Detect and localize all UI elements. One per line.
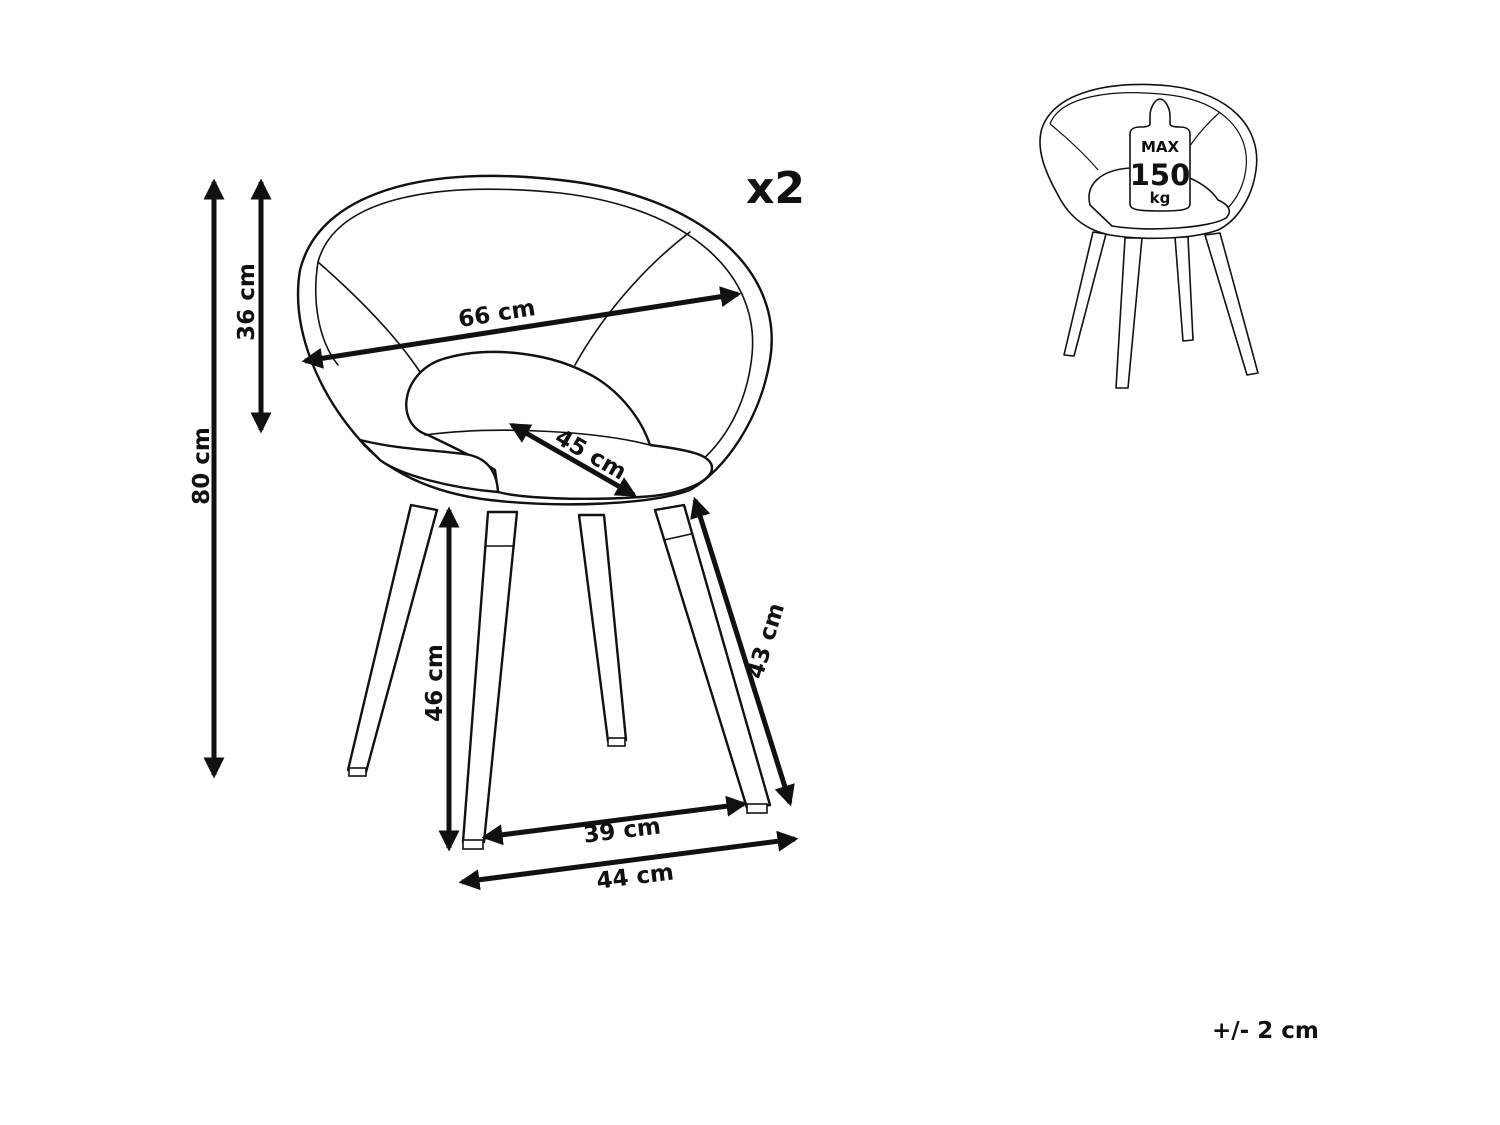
label-backrest-height: 36 cm bbox=[234, 263, 260, 341]
small-back-seam-left bbox=[1049, 123, 1099, 171]
leg-back-right bbox=[577, 513, 628, 743]
shell-side-panel bbox=[358, 438, 500, 494]
small-leg-back-right bbox=[1174, 236, 1194, 342]
label-leg-length: 43 cm bbox=[743, 600, 791, 682]
leg-front-right-band bbox=[663, 533, 692, 541]
max-label: MAX bbox=[1141, 138, 1180, 156]
dim-line-leg-length bbox=[690, 496, 795, 807]
dim-line-outer-span bbox=[458, 830, 799, 891]
small-leg-front-right bbox=[1204, 232, 1259, 376]
dim-line-width bbox=[301, 286, 742, 369]
label-total-height: 80 cm bbox=[189, 427, 215, 505]
small-leg-front-left bbox=[1115, 237, 1143, 389]
foot-back-left bbox=[348, 767, 367, 777]
quantity-label: x2 bbox=[746, 163, 805, 214]
tolerance-note: +/- 2 cm bbox=[1212, 1018, 1319, 1044]
chair-legs bbox=[346, 503, 772, 850]
leg-front-left bbox=[461, 510, 519, 844]
small-shell-inner-rim bbox=[1049, 92, 1247, 211]
label-inner-span: 39 cm bbox=[582, 813, 662, 848]
max-weight-unit: kg bbox=[1150, 189, 1171, 207]
max-weight-value: 150 bbox=[1130, 158, 1191, 192]
max-load-illustration: MAX 150 kg bbox=[1039, 83, 1259, 389]
dimension-lines bbox=[203, 178, 799, 891]
weight-icon bbox=[1129, 98, 1191, 212]
foot-front-left bbox=[462, 839, 484, 850]
foot-front-right bbox=[746, 803, 768, 814]
small-leg-back-left bbox=[1063, 231, 1107, 357]
dim-line-seat-depth bbox=[508, 422, 638, 498]
leg-back-left bbox=[346, 503, 439, 774]
foot-back-right bbox=[607, 737, 626, 747]
shell-inner-rim bbox=[317, 188, 754, 463]
label-seat-height: 46 cm bbox=[422, 644, 448, 722]
